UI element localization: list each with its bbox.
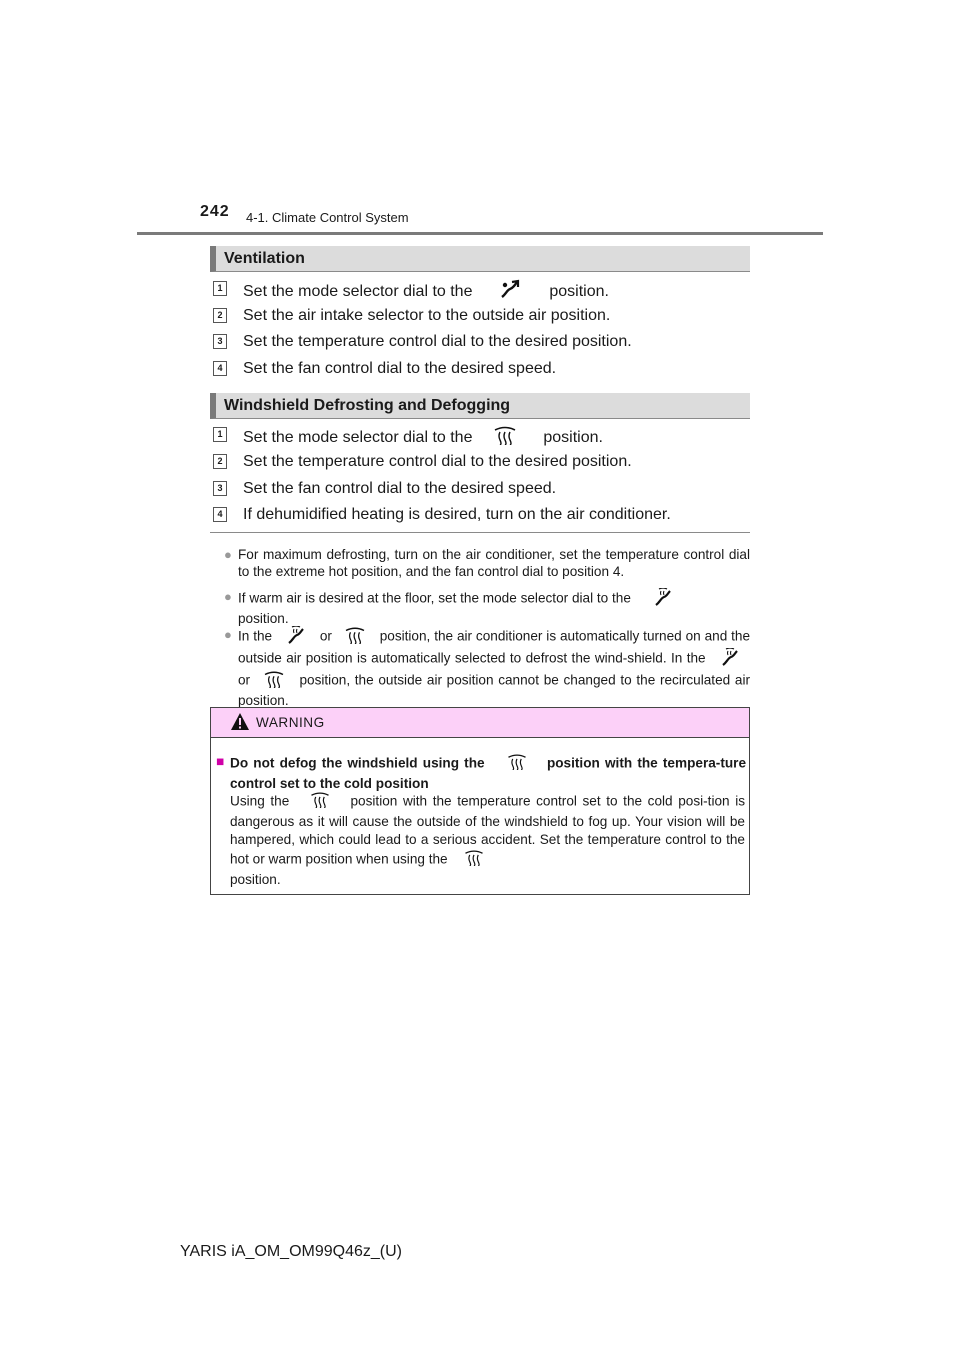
- warning-heading: ■ Do not defog the windshield using the …: [216, 753, 747, 791]
- warning-box: WARNING ■ Do not defog the windshield us…: [210, 707, 750, 895]
- step-number: 2: [213, 454, 227, 469]
- step-number: 3: [213, 481, 227, 496]
- section-heading-ventilation: Ventilation: [210, 246, 750, 272]
- note-max-defrost: ● For maximum defrosting, turn on the ai…: [224, 547, 750, 579]
- windshield-defrost-icon: [493, 425, 517, 451]
- section-heading-defrosting: Windshield Defrosting and Defogging: [210, 393, 750, 419]
- section-reference: 4-1. Climate Control System: [246, 210, 409, 225]
- square-bullet-icon: ■: [216, 754, 225, 769]
- bullet-icon: ●: [224, 547, 232, 562]
- step-number: 2: [213, 308, 227, 323]
- step-number: 1: [213, 427, 227, 442]
- floor-windshield-airflow-icon: [286, 625, 306, 648]
- windshield-defrost-icon: [309, 791, 331, 813]
- warning-triangle-icon: [230, 712, 250, 736]
- note-auto-ac: ● In the or position, the air conditione…: [224, 625, 751, 708]
- windshield-defrost-icon: [344, 626, 366, 648]
- face-airflow-icon: [499, 279, 521, 305]
- header-rule: [137, 232, 823, 235]
- windshield-defrost-icon: [463, 849, 485, 871]
- warning-body: Using the position with the temperature …: [230, 791, 745, 889]
- note-floor-air: ● If warm air is desired at the floor, s…: [224, 587, 750, 627]
- step-number: 3: [213, 334, 227, 349]
- step-number: 1: [213, 281, 227, 296]
- step-number: 4: [213, 507, 227, 522]
- document-id: YARIS iA_OM_OM99Q46z_(U): [180, 1243, 402, 1260]
- windshield-defrost-icon: [263, 670, 285, 692]
- bullet-icon: ●: [224, 627, 232, 642]
- windshield-defrost-icon: [506, 753, 528, 775]
- notes-divider: [210, 532, 750, 533]
- warning-label: WARNING: [256, 715, 325, 730]
- page-number: 242: [200, 203, 230, 220]
- warning-title-bar: WARNING: [211, 708, 749, 738]
- floor-windshield-airflow-icon: [653, 587, 673, 610]
- bullet-icon: ●: [224, 589, 232, 604]
- step-number: 4: [213, 361, 227, 376]
- floor-windshield-airflow-icon: [720, 647, 740, 670]
